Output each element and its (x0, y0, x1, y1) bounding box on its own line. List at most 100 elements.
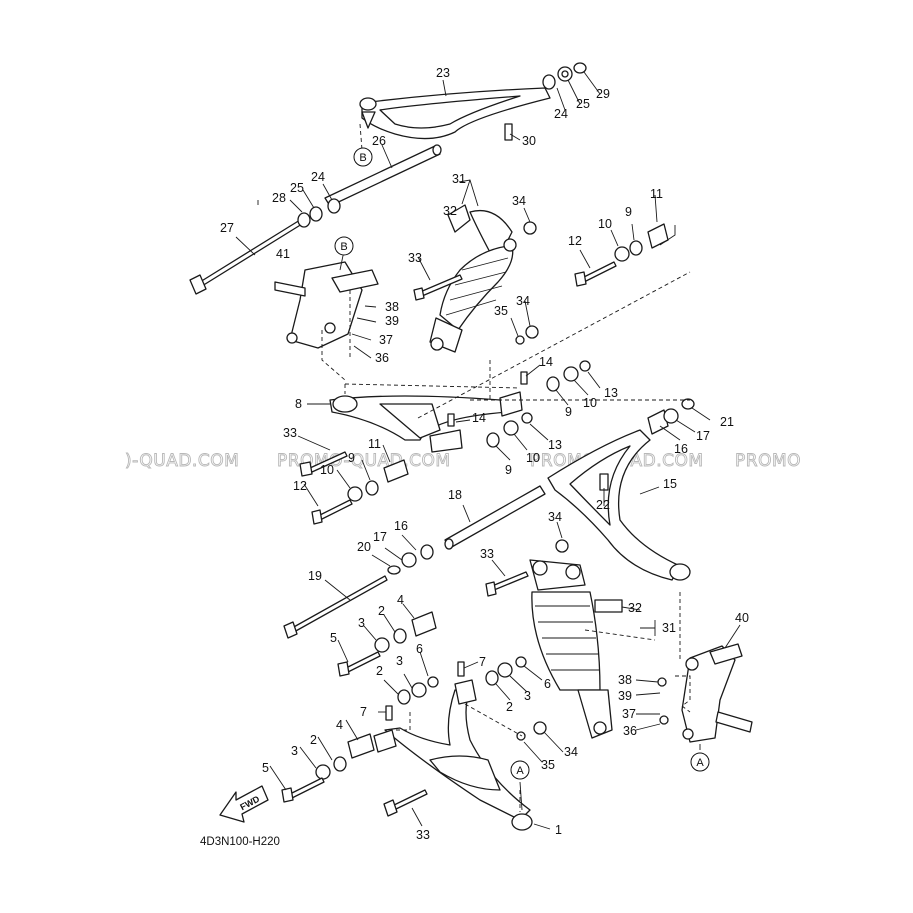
callout-30: 30 (522, 134, 536, 148)
callout-39: 39 (618, 689, 632, 703)
callout-24: 24 (311, 170, 325, 184)
reference-a-knuckle (690, 752, 710, 772)
callout-3: 3 (396, 654, 403, 668)
callout-12: 12 (568, 234, 582, 248)
callout-18: 18 (448, 488, 462, 502)
callout-34: 34 (548, 510, 562, 524)
callout-14: 14 (472, 411, 486, 425)
callout-27: 27 (220, 221, 234, 235)
leader-lines (235, 71, 741, 830)
callout-34: 34 (516, 294, 530, 308)
callout-numbers: 23 29 25 24 30 26 31 32 24 25 28 27 34 1… (220, 66, 749, 842)
callout-25: 25 (290, 181, 304, 195)
reference-b-upper-label: B (359, 152, 366, 164)
callout-41: 41 (276, 247, 290, 261)
callout-20: 20 (357, 540, 371, 554)
callout-5: 5 (330, 631, 337, 645)
reference-b-knuckle (334, 236, 354, 256)
upper-shock-absorber (413, 204, 539, 353)
callout-34: 34 (564, 745, 578, 759)
callout-33: 33 (416, 828, 430, 842)
callout-31: 31 (452, 172, 466, 186)
lower-arm-8 (299, 391, 523, 477)
callout-24: 24 (554, 107, 568, 121)
watermark: )-QUAD.COM PROMO-QUAD.COM PROMO-QUAD.COM… (125, 451, 801, 472)
reference-a-knuckle-label: A (696, 757, 704, 769)
callout-3: 3 (524, 689, 531, 703)
knuckle-40 (657, 643, 753, 743)
callout-5: 5 (262, 761, 269, 775)
callout-33: 33 (283, 426, 297, 440)
callout-17: 17 (373, 530, 387, 544)
watermark-text-4: PROMO (735, 451, 801, 471)
bolt-27-group (189, 198, 341, 295)
callout-8: 8 (295, 397, 302, 411)
callout-34: 34 (512, 194, 526, 208)
callout-12: 12 (293, 479, 307, 493)
callout-4: 4 (397, 593, 404, 607)
callout-33: 33 (408, 251, 422, 265)
callout-16: 16 (394, 519, 408, 533)
bushing-group-lower (281, 611, 547, 803)
bushing-group-upper-right (574, 223, 669, 287)
reference-a-lower-arm (510, 760, 530, 780)
callout-35: 35 (494, 304, 508, 318)
callout-7: 7 (360, 705, 367, 719)
callout-23: 23 (436, 66, 450, 80)
callout-3: 3 (358, 616, 365, 630)
shaft-18-bolt-19 (283, 485, 546, 639)
callout-40: 40 (735, 611, 749, 625)
callout-37: 37 (379, 333, 393, 347)
bushing-group-middle (311, 360, 591, 525)
callout-15: 15 (663, 477, 677, 491)
callout-6: 6 (544, 677, 551, 691)
watermark-text-1: )-QUAD.COM (125, 451, 239, 471)
callout-22: 22 (596, 498, 610, 512)
callout-10: 10 (583, 396, 597, 410)
callout-9: 9 (565, 405, 572, 419)
callout-26: 26 (372, 134, 386, 148)
callout-2: 2 (506, 700, 513, 714)
callout-35: 35 (541, 758, 555, 772)
callout-17: 17 (696, 429, 710, 443)
lower-shock-absorber (485, 539, 623, 739)
callout-4: 4 (336, 718, 343, 732)
reference-a-lower-arm-label: A (516, 765, 524, 777)
callout-11: 11 (650, 187, 663, 201)
callout-33: 33 (480, 547, 494, 561)
callout-16: 16 (674, 442, 688, 456)
callout-2: 2 (310, 733, 317, 747)
reference-b-knuckle-label: B (340, 241, 347, 253)
callout-38: 38 (385, 300, 399, 314)
callout-1: 1 (555, 823, 562, 837)
reference-marks: B B A A (334, 147, 710, 780)
callout-28: 28 (272, 191, 286, 205)
callout-9: 9 (505, 463, 512, 477)
callout-10: 10 (320, 463, 334, 477)
callout-13: 13 (604, 386, 618, 400)
callout-7: 7 (479, 655, 486, 669)
callout-32: 32 (628, 601, 642, 615)
callout-11: 11 (368, 437, 381, 451)
shaft-26 (324, 144, 442, 207)
forward-direction-arrow: FWD (219, 785, 269, 823)
callout-9: 9 (348, 451, 355, 465)
callout-25: 25 (576, 97, 590, 111)
callout-9: 9 (625, 205, 632, 219)
callout-36: 36 (375, 351, 389, 365)
callout-21: 21 (720, 415, 734, 429)
callout-29: 29 (596, 87, 610, 101)
callout-37: 37 (622, 707, 636, 721)
knuckle-41 (274, 261, 379, 349)
callout-19: 19 (308, 569, 322, 583)
callout-10: 10 (526, 451, 540, 465)
callout-10: 10 (598, 217, 612, 231)
lower-arm-1 (373, 679, 533, 831)
reference-b-upper (353, 147, 373, 167)
callout-14: 14 (539, 355, 553, 369)
callout-6: 6 (416, 642, 423, 656)
callout-3: 3 (291, 744, 298, 758)
drawing-code: 4D3N100-H220 (200, 836, 280, 848)
